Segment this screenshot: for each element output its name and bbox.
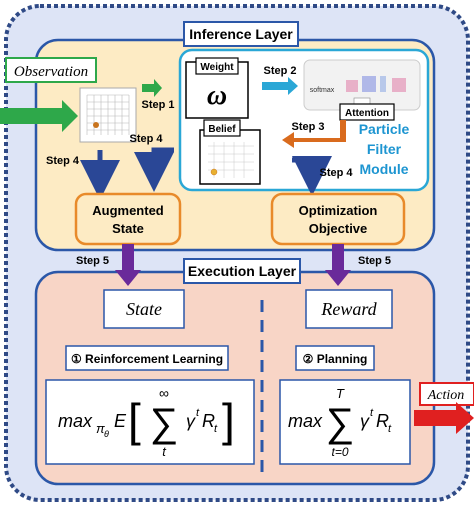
step4-left-b-label: Step 4 xyxy=(129,133,163,145)
execution-layer-title: Execution Layer xyxy=(188,263,297,279)
rl-formula-box xyxy=(45,379,255,465)
execution-layer-title-box xyxy=(183,258,301,284)
svg-text:max: max xyxy=(288,411,323,431)
action-arrow xyxy=(414,402,474,434)
rl-label: ① Reinforcement Learning xyxy=(71,352,223,366)
step5-left-label: Step 5 xyxy=(76,255,109,267)
svg-text:softmax: softmax xyxy=(310,87,335,94)
pf-title-line3: Module xyxy=(360,161,409,177)
svg-text:T: T xyxy=(336,386,345,401)
weight-symbol: ω xyxy=(207,80,227,111)
svg-text:max: max xyxy=(58,411,93,431)
pf-title-line2: Filter xyxy=(367,141,402,157)
attention-label: Attention xyxy=(345,108,389,119)
attention-label-box xyxy=(339,103,395,121)
observation-label: Observation xyxy=(14,64,88,80)
svg-text:t: t xyxy=(388,423,392,435)
step4-right-label: Step 4 xyxy=(319,167,353,179)
svg-text:t=0: t=0 xyxy=(331,445,348,459)
svg-text:E: E xyxy=(114,411,127,431)
rl-formula: max π θ E [ ∞ ∑ t γ t R t ] xyxy=(58,385,235,459)
step1-label: Step 1 xyxy=(141,99,174,111)
rl-sigma: ∑ xyxy=(150,401,179,445)
observation-box xyxy=(5,57,97,83)
augmented-state-line1: Augmented xyxy=(92,203,164,218)
augmented-state-line2: State xyxy=(112,221,144,236)
observation-grid-image xyxy=(79,87,137,143)
planning-formula: max T ∑ t=0 γ t R t xyxy=(288,386,392,459)
weight-label: Weight xyxy=(200,62,234,73)
augmented-state-box xyxy=(74,192,182,246)
optimization-line1: Optimization xyxy=(299,203,378,218)
step4-right-arrow xyxy=(292,156,332,196)
svg-text:γ: γ xyxy=(360,411,370,431)
action-box xyxy=(419,382,474,406)
optimization-line2: Objective xyxy=(309,221,368,236)
attention-image: softmax xyxy=(303,59,421,111)
svg-text:t: t xyxy=(370,407,374,419)
pl-sigma: ∑ xyxy=(326,401,355,445)
inference-layer-title: Inference Layer xyxy=(189,26,293,42)
svg-text:∞: ∞ xyxy=(159,385,169,401)
step2-label: Step 2 xyxy=(263,65,296,77)
inference-layer-title-box xyxy=(183,21,299,47)
svg-text:π: π xyxy=(96,421,105,436)
observation-arrow xyxy=(0,100,78,132)
planning-formula-box xyxy=(279,379,411,465)
planning-label-box xyxy=(295,345,375,371)
state-box xyxy=(103,289,185,329)
rl-bracket-left: [ xyxy=(128,394,141,446)
step3-label: Step 3 xyxy=(291,121,324,133)
belief-grid-image xyxy=(208,142,254,178)
step5-left-arrow xyxy=(115,244,141,286)
optimization-objective-box xyxy=(270,192,406,246)
step1-arrow xyxy=(142,79,162,97)
state-label: State xyxy=(126,299,162,319)
reward-box xyxy=(305,289,393,329)
planning-label: ② Planning xyxy=(303,352,368,366)
step4-left-a-label: Step 4 xyxy=(46,155,80,167)
svg-text:t: t xyxy=(162,444,167,459)
step3-arrow xyxy=(282,120,346,148)
svg-text:θ: θ xyxy=(104,429,109,439)
belief-label-box xyxy=(203,119,241,137)
svg-text:t: t xyxy=(214,423,218,435)
rl-bracket-right: ] xyxy=(222,394,235,446)
svg-text:R: R xyxy=(376,411,389,431)
reward-label: Reward xyxy=(320,299,377,319)
step4-left-b-arrow xyxy=(134,147,174,192)
svg-text:R: R xyxy=(202,411,215,431)
weight-label-box xyxy=(195,57,239,75)
step5-right-label: Step 5 xyxy=(358,255,391,267)
svg-text:t: t xyxy=(196,407,200,419)
step2-arrow xyxy=(262,77,298,95)
svg-text:γ: γ xyxy=(186,411,196,431)
step5-right-arrow xyxy=(325,244,351,286)
belief-box xyxy=(199,129,261,185)
belief-label: Belief xyxy=(208,124,236,135)
pf-title-line1: Particle xyxy=(359,121,410,137)
rl-label-box xyxy=(65,345,229,371)
action-label: Action xyxy=(427,388,465,403)
